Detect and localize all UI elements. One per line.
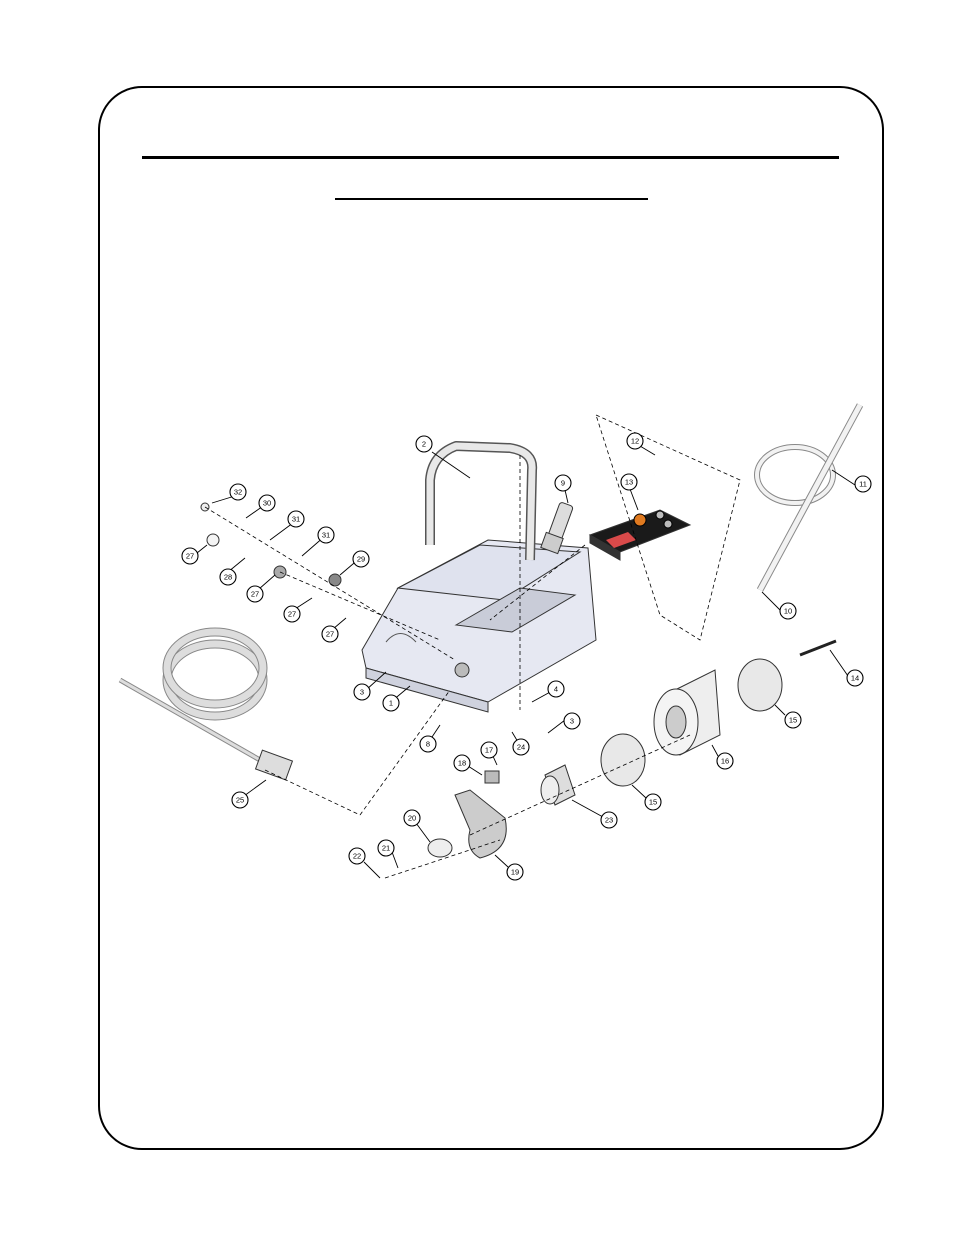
callout-19: 19 (506, 863, 524, 881)
callout-label-10: 10 (784, 607, 792, 616)
strain-relief-part (540, 502, 574, 555)
handle-part (425, 441, 538, 561)
callout-17: 17 (480, 741, 498, 759)
callout-3-left: 3 (353, 683, 371, 701)
callout-label-21: 21 (382, 844, 390, 853)
callout-label-15-lower: 15 (649, 798, 657, 807)
callout-label-27-a: 27 (186, 552, 194, 561)
callout-31-b: 31 (317, 526, 335, 544)
callout-label-23: 23 (605, 816, 613, 825)
callout-20: 20 (403, 809, 421, 827)
rod-part (799, 639, 837, 657)
callout-31-a: 31 (287, 510, 305, 528)
callout-label-22: 22 (353, 852, 361, 861)
callout-label-3-left: 3 (360, 688, 364, 697)
callout-label-1: 1 (389, 699, 393, 708)
callout-label-31-a: 31 (292, 515, 300, 524)
callout-25: 25 (231, 791, 249, 809)
callout-4: 4 (547, 680, 565, 698)
callout-29: 29 (352, 550, 370, 568)
subtitle-rule (335, 198, 648, 200)
callout-21: 21 (377, 839, 395, 857)
callout-label-27-c: 27 (288, 610, 296, 619)
cylinder-part (653, 669, 721, 756)
callout-27-a: 27 (181, 547, 199, 565)
callout-label-28: 28 (224, 573, 232, 582)
grommet-part (328, 573, 342, 587)
tube-part (754, 403, 864, 592)
callout-label-25: 25 (236, 796, 244, 805)
power-cord-part (118, 627, 294, 781)
callout-12: 12 (626, 432, 644, 450)
callout-27-d: 27 (321, 625, 339, 643)
page-frame (98, 86, 884, 1150)
callout-label-15-upper: 15 (789, 716, 797, 725)
callout-13: 13 (620, 473, 638, 491)
callout-label-27-d: 27 (326, 630, 334, 639)
callout-3-right: 3 (563, 712, 581, 730)
callout-label-9: 9 (561, 479, 565, 488)
callout-label-13: 13 (625, 478, 633, 487)
callout-label-31-b: 31 (322, 531, 330, 540)
callout-32: 32 (229, 483, 247, 501)
callout-15-lower: 15 (644, 793, 662, 811)
callout-15-upper: 15 (784, 711, 802, 729)
callout-28: 28 (219, 568, 237, 586)
ring-part (427, 838, 453, 858)
callout-27-c: 27 (283, 605, 301, 623)
callout-16: 16 (716, 752, 734, 770)
callout-label-30: 30 (263, 499, 271, 508)
callout-30: 30 (258, 494, 276, 512)
control-panel-part (588, 509, 692, 561)
callout-2: 2 (415, 435, 433, 453)
callout-label-2: 2 (422, 440, 426, 449)
title-rule (142, 156, 839, 159)
callout-label-20: 20 (408, 814, 416, 823)
callout-label-18: 18 (458, 759, 466, 768)
callout-label-24: 24 (517, 743, 525, 752)
disc-part-upper (737, 658, 783, 712)
callout-8: 8 (419, 735, 437, 753)
clip-part (484, 770, 500, 784)
callout-label-3-right: 3 (570, 717, 574, 726)
callout-14: 14 (846, 669, 864, 687)
disc-part-lower (600, 733, 646, 787)
callout-label-19: 19 (511, 868, 519, 877)
callout-27-b: 27 (246, 585, 264, 603)
callout-11: 11 (854, 475, 872, 493)
callout-22: 22 (348, 847, 366, 865)
callout-label-17: 17 (485, 746, 493, 755)
leader-lines (196, 445, 856, 879)
callout-label-27-b: 27 (251, 590, 259, 599)
callout-24: 24 (512, 738, 530, 756)
washer-part (206, 533, 220, 547)
callout-1: 1 (382, 694, 400, 712)
callout-label-14: 14 (851, 674, 859, 683)
callout-label-8: 8 (426, 740, 430, 749)
callout-9: 9 (554, 474, 572, 492)
callout-label-16: 16 (721, 757, 729, 766)
callout-23: 23 (600, 811, 618, 829)
callout-10: 10 (779, 602, 797, 620)
callout-label-32: 32 (234, 488, 242, 497)
assembly-lines (204, 414, 741, 879)
callout-label-11: 11 (859, 480, 867, 489)
callout-label-29: 29 (357, 555, 365, 564)
callout-label-12: 12 (631, 437, 639, 446)
plate-part (454, 789, 507, 859)
sleeve-part (540, 764, 576, 806)
callout-18: 18 (453, 754, 471, 772)
callout-label-4: 4 (554, 685, 558, 694)
